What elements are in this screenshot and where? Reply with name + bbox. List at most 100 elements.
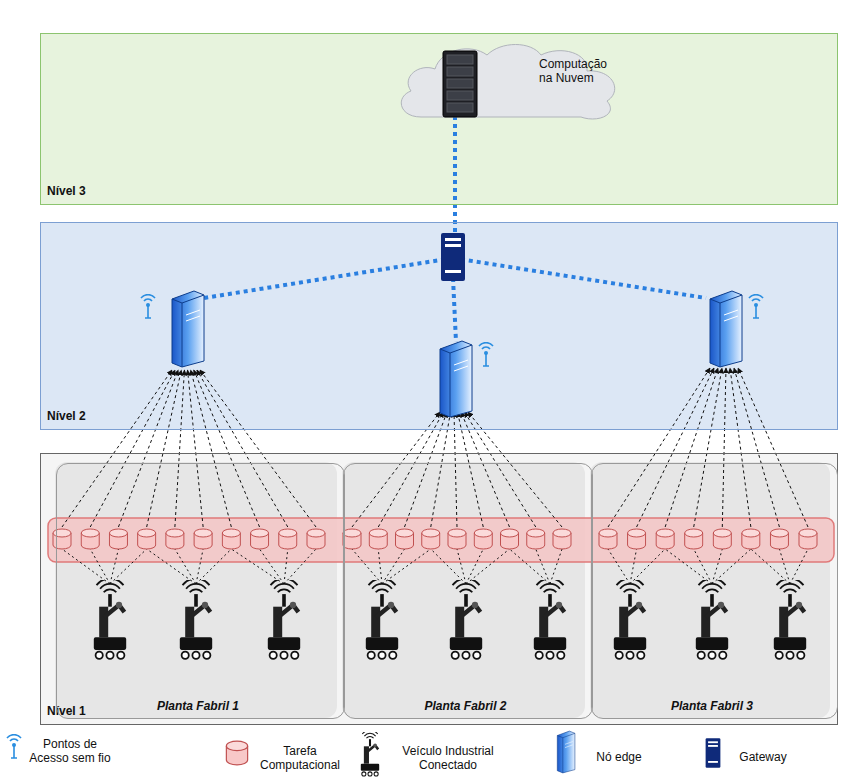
task-link [751,549,790,584]
task-link [382,549,405,584]
task-link [231,549,284,584]
task-link [712,549,722,584]
task-link [147,549,196,584]
task-link [790,549,808,584]
task-link [779,549,790,584]
vehicle-icon [614,578,646,658]
edge-node-icon [710,291,742,367]
task-icon [713,529,731,549]
task-link [110,549,118,584]
task-link [694,549,712,584]
level-band-fill [40,33,838,205]
legend-edge-icon [557,731,575,773]
task-icon [527,529,545,549]
server-slot [447,55,473,64]
backhaul [204,258,453,298]
access-point-icon [749,295,763,318]
task-icon [343,529,361,549]
vehicle-icon [534,578,566,658]
task-icon [474,529,492,549]
offload-arrow [197,370,288,527]
plant-label: Planta Fabril 2 [344,699,587,713]
task-link [536,549,550,584]
task-icon [396,529,414,549]
task-icon [628,529,646,549]
uplink [453,116,457,234]
offload-arrow [188,370,204,527]
task-link [284,549,288,584]
plant-label: Planta Fabril 1 [57,699,339,713]
legend-label: Nó edge [584,750,654,764]
backhaul [453,278,456,342]
task-strip [48,518,834,562]
backhaul [453,258,706,298]
task-link [712,549,751,584]
task-icon [307,529,325,549]
server-slot [447,67,473,76]
access-point-icon [141,295,155,318]
task-link [550,549,562,584]
offload-arrow [191,370,232,527]
task-link [431,549,466,584]
offload-arrow [194,370,260,527]
vehicle-icon [450,578,482,658]
task-icon [81,529,99,549]
task-icon [656,529,674,549]
task-icon [166,529,184,549]
plant-box: Planta Fabril 3 [591,463,838,719]
task-icon [279,529,297,549]
task-icon [770,529,788,549]
gateway-icon [441,233,465,281]
vehicle-icon [696,578,728,658]
task-icon [422,529,440,549]
task-link [62,549,110,584]
server-slot [447,103,473,112]
task-link [630,549,637,584]
edge-node-icon [172,291,204,367]
server-slot [447,91,473,100]
legend-label: Gateway [728,750,798,764]
legend-label: Pontos de Acesso sem fio [26,737,114,766]
task-icon [222,529,240,549]
task-link [608,549,630,584]
offload-arrow [200,370,316,527]
task-link [260,549,284,584]
task-icon [369,529,387,549]
level-band: Nível 3 Computação na Nuvem [40,33,838,205]
task-icon [251,529,269,549]
level-band-fill [40,453,838,725]
offload-arrow [734,368,779,527]
server [443,51,477,117]
task-icon [194,529,212,549]
vehicle-icon [268,578,300,658]
vehicle-icon [774,578,806,658]
task-link [665,549,712,584]
offload-arrow [637,368,714,527]
plant-box-fill [342,462,585,718]
legend-label: Veículo Industrial Conectado [388,744,508,773]
offload-arrow [694,368,722,527]
task-link [110,549,147,584]
plant-box: Planta Fabril 1 [56,463,345,719]
legend-wifi-icon [7,735,21,758]
task-icon [799,529,817,549]
task-link [352,549,382,584]
offload-arrow [608,368,710,527]
plant-label: Planta Fabril 3 [592,699,832,713]
task-icon [553,529,571,549]
level-label: Nível 2 [47,409,127,423]
cloud: Computação na Nuvem [391,39,626,125]
plant-box-fill [55,462,337,718]
task-icon [109,529,127,549]
edge-node-icon [440,341,472,417]
offload-arrow [665,368,718,527]
legend-gateway-icon [706,738,721,768]
legend-label: Tarefa Computacional [252,744,348,773]
offload-arrow [118,370,178,527]
level-label: Nível 3 [47,184,127,198]
offload-arrow [738,368,808,527]
server-slot [447,79,473,88]
level-label: Nível 1 [47,704,127,718]
vehicle-icon [94,578,126,658]
offload-arrow [722,368,726,527]
